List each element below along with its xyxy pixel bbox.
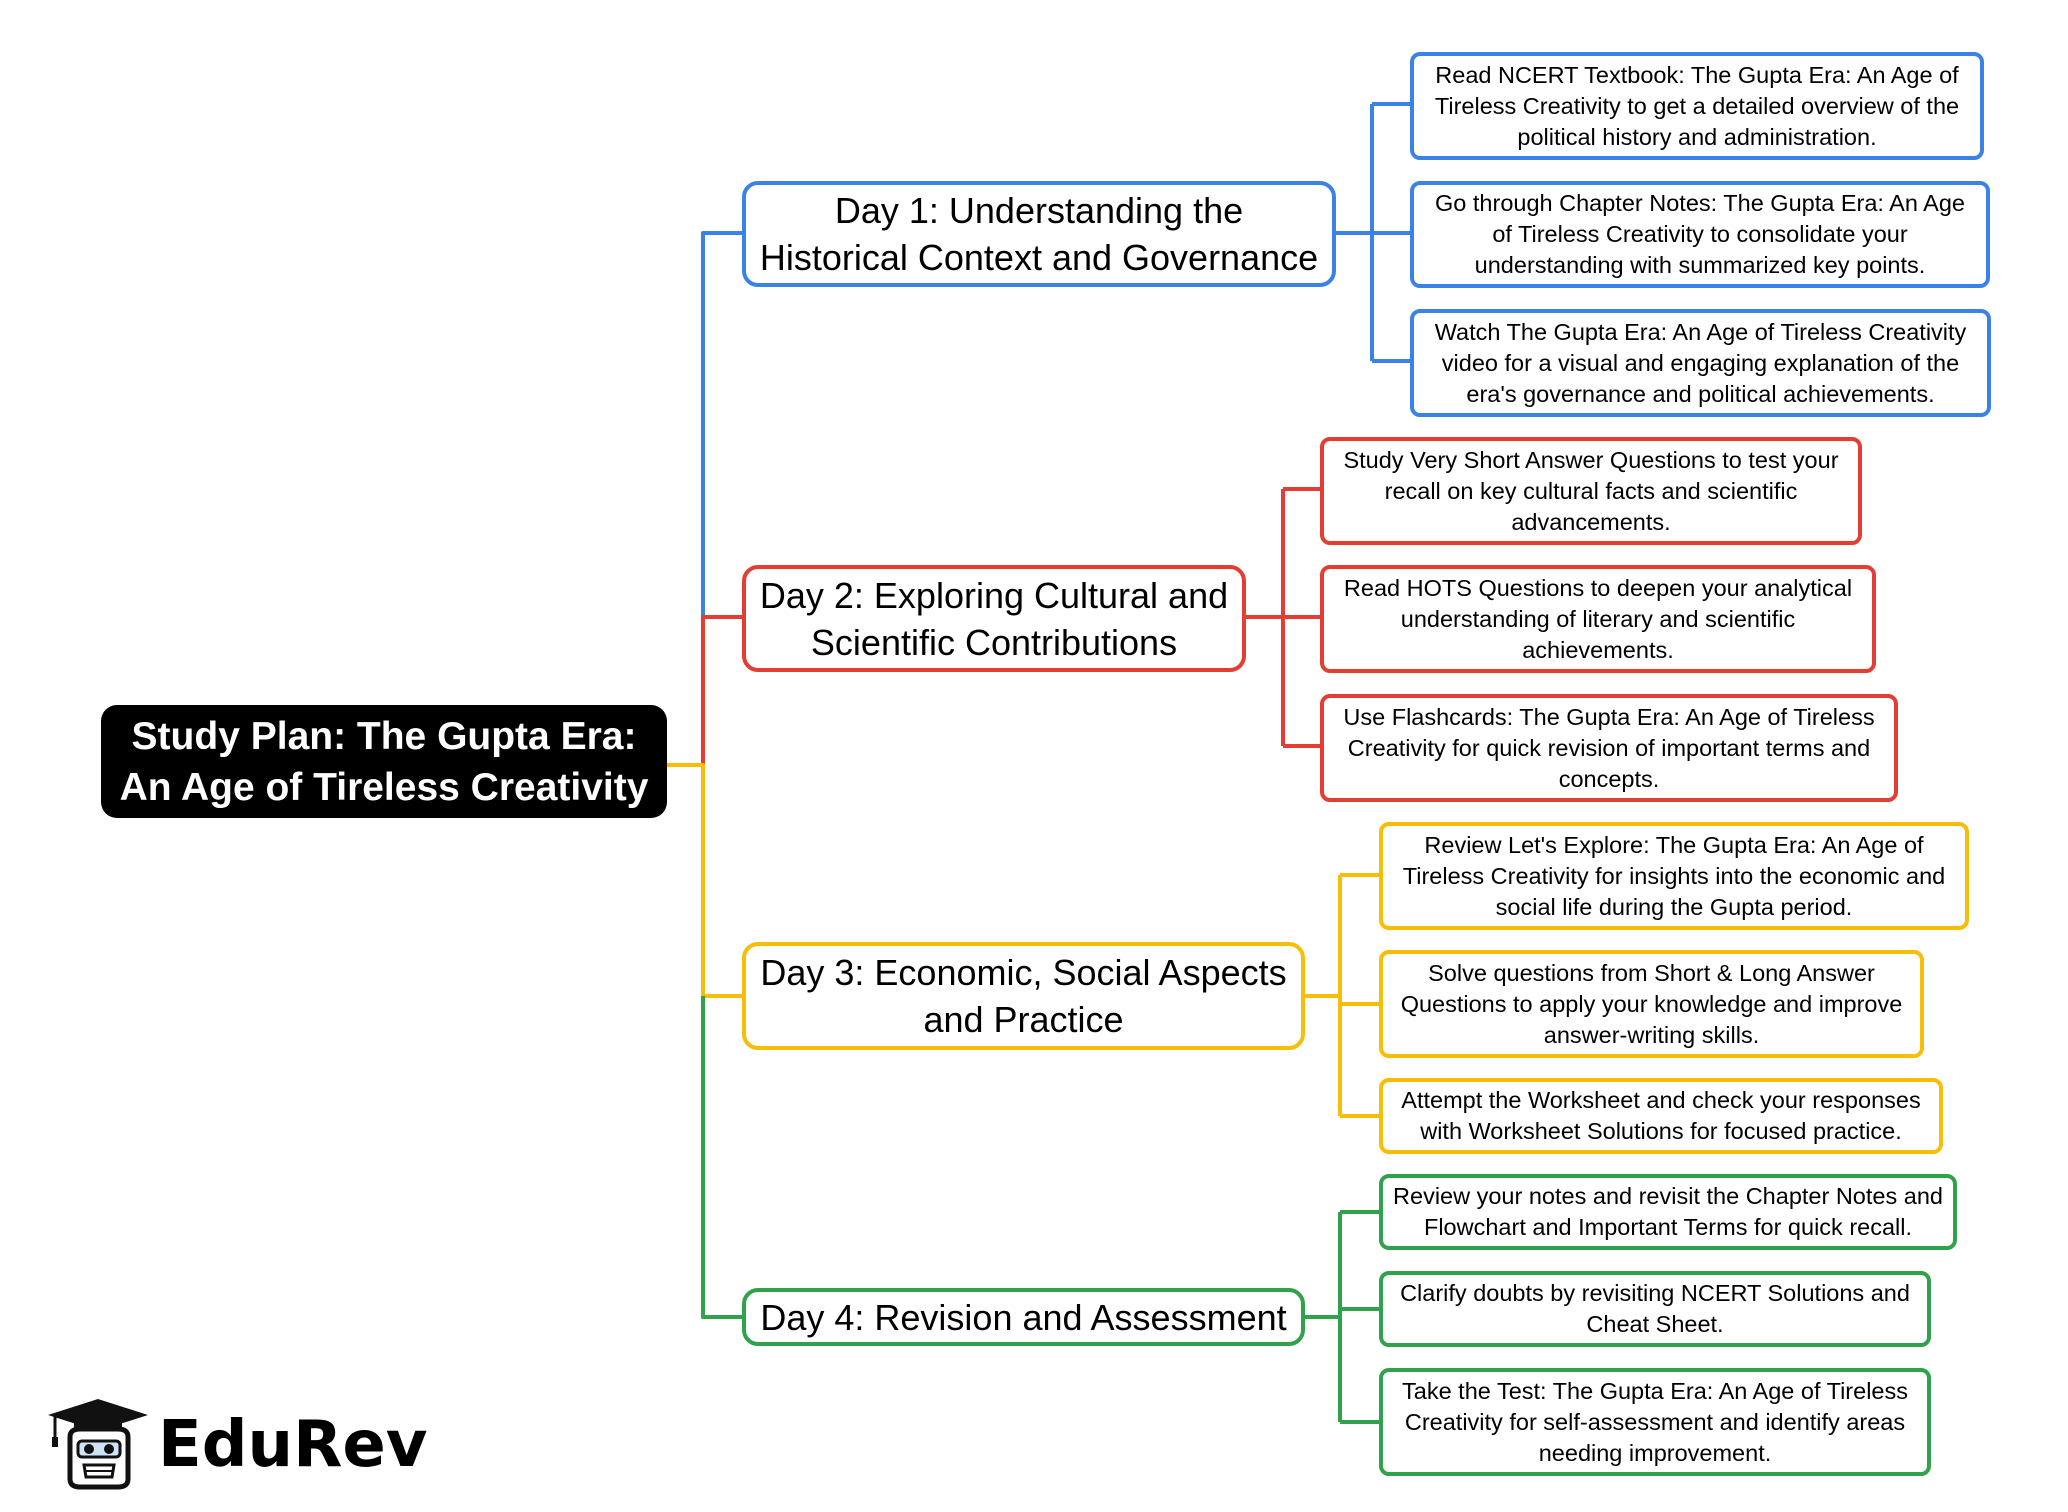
day-4-task-3: Take the Test: The Gupta Era: An Age of … xyxy=(1379,1368,1931,1476)
day-2-node: Day 2: Exploring Cultural and Scientific… xyxy=(742,565,1246,672)
connector-day4-tasks xyxy=(1305,1210,1379,1424)
connector-day1 xyxy=(701,231,742,617)
day-3-task-1: Review Let's Explore: The Gupta Era: An … xyxy=(1379,822,1969,930)
day-4-node: Day 4: Revision and Assessment xyxy=(742,1288,1305,1346)
graduate-mascot-icon xyxy=(48,1399,148,1490)
connector-day1-tasks xyxy=(1336,102,1410,363)
day-1-node: Day 1: Understanding the Historical Cont… xyxy=(742,181,1336,287)
day-2-task-3: Use Flashcards: The Gupta Era: An Age of… xyxy=(1320,694,1898,802)
day-2-task-1: Study Very Short Answer Questions to tes… xyxy=(1320,437,1862,545)
day-3-task-3: Attempt the Worksheet and check your res… xyxy=(1379,1078,1943,1154)
day-1-task-1: Read NCERT Textbook: The Gupta Era: An A… xyxy=(1410,52,1984,160)
day-3-node: Day 3: Economic, Social Aspects and Prac… xyxy=(742,942,1305,1050)
connector-day2-tasks xyxy=(1246,487,1320,748)
day-1-task-3: Watch The Gupta Era: An Age of Tireless … xyxy=(1410,309,1991,417)
day-2-task-2: Read HOTS Questions to deepen your analy… xyxy=(1320,565,1876,673)
day-3-task-2: Solve questions from Short & Long Answer… xyxy=(1379,950,1924,1058)
day-4-task-1: Review your notes and revisit the Chapte… xyxy=(1379,1174,1957,1250)
connector-day4 xyxy=(701,996,742,1319)
day-1-task-2: Go through Chapter Notes: The Gupta Era:… xyxy=(1410,181,1990,288)
brand-name: EduRev xyxy=(158,1408,428,1482)
connector-root xyxy=(667,763,742,998)
root-node: Study Plan: The Gupta Era: An Age of Tir… xyxy=(101,705,667,818)
connector-day2 xyxy=(701,615,742,765)
connector-day3-tasks xyxy=(1305,873,1379,1118)
day-4-task-2: Clarify doubts by revisiting NCERT Solut… xyxy=(1379,1271,1931,1347)
